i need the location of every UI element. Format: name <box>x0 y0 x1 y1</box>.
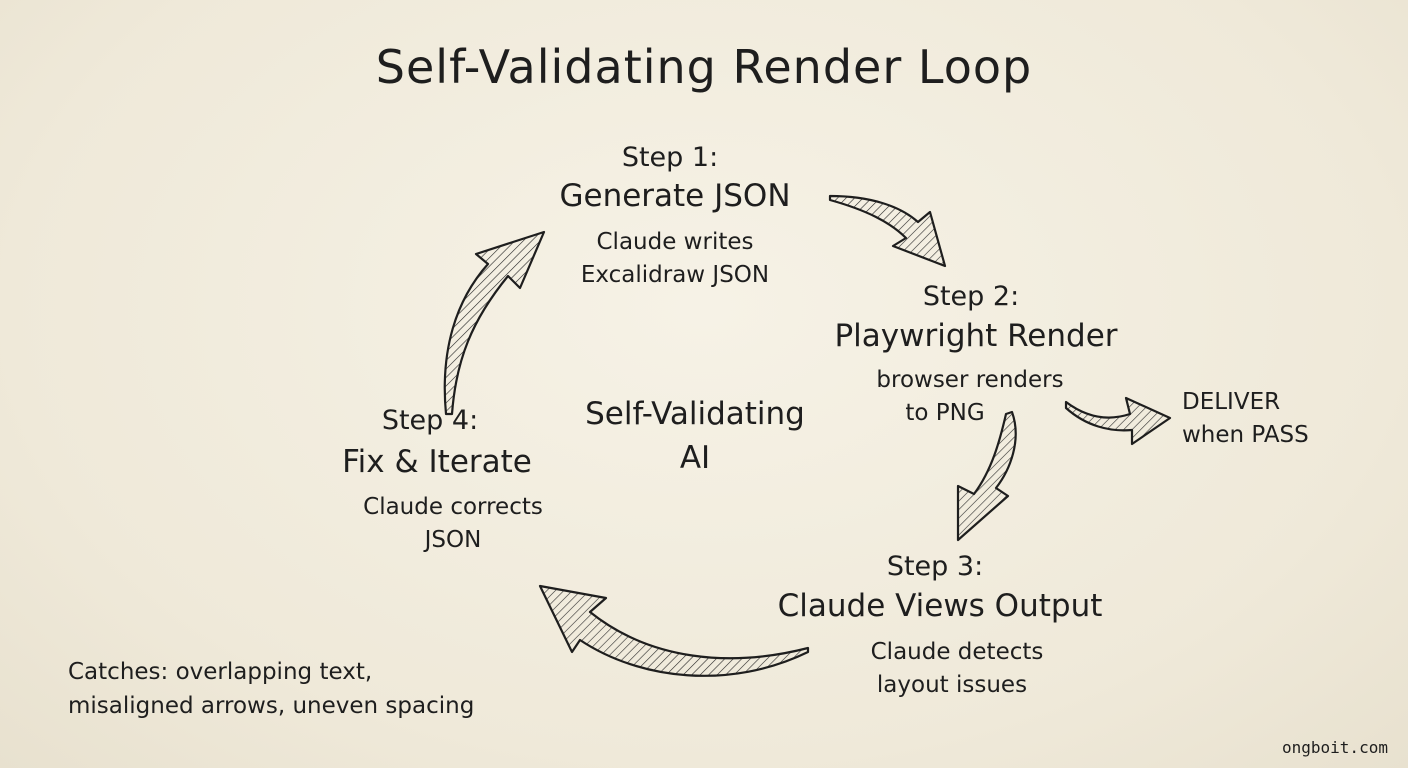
step-3-number: Step 3: <box>886 551 984 582</box>
step-3-name: Claude Views Output <box>777 588 1103 624</box>
step-3-desc-line-1: Claude detects <box>870 639 1044 665</box>
step-4-number: Step 4: <box>381 405 479 436</box>
step-2-number: Step 2: <box>922 281 1020 312</box>
step-1-desc-line-2: Excalidraw JSON <box>580 262 770 288</box>
step-1-desc-line-1: Claude writes <box>596 229 754 255</box>
step-2-desc-line-2: to PNG <box>905 400 985 426</box>
step-4-name: Fix & Iterate <box>342 444 532 480</box>
credit-watermark: ongboit.com <box>1282 738 1388 757</box>
step-4-desc-line-1: Claude corrects <box>363 494 543 520</box>
center-label-line-2: AI <box>679 440 711 476</box>
arrow-step4-to-step1 <box>443 230 546 416</box>
step-1-number: Step 1: <box>621 142 719 173</box>
catches-note-line-2: misaligned arrows, uneven spacing <box>68 693 475 719</box>
diagram-title: Self-Validating Render Loop <box>375 40 1033 94</box>
step-2-desc-line-1: browser renders <box>876 367 1064 393</box>
step-2-name: Playwright Render <box>834 318 1118 354</box>
arrow-step2-to-step3 <box>956 410 1017 542</box>
arrow-to-deliver <box>1064 396 1172 446</box>
catches-note-line-1: Catches: overlapping text, <box>68 659 373 685</box>
step-1-name: Generate JSON <box>559 178 791 214</box>
deliver-label: DELIVER <box>1182 389 1281 415</box>
arrow-step3-to-step4 <box>538 584 810 677</box>
step-4-desc-line-2: JSON <box>424 527 482 553</box>
deliver-condition: when PASS <box>1182 422 1309 448</box>
center-label-line-1: Self-Validating <box>585 396 805 432</box>
step-3-desc-line-2: layout issues <box>876 672 1028 698</box>
arrow-step1-to-step2 <box>828 194 947 268</box>
